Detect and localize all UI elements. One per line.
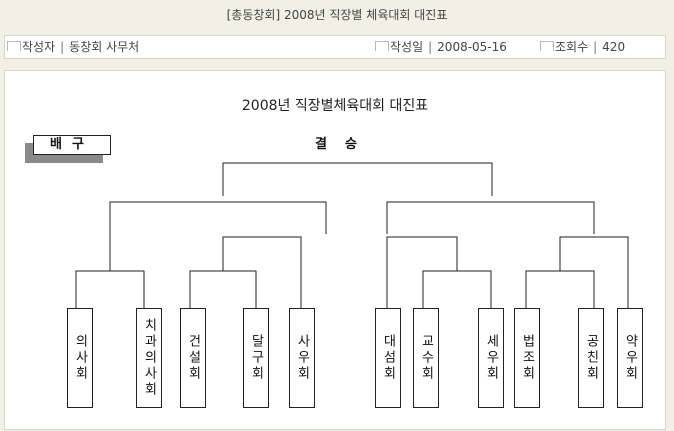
author-label: 작성자 bbox=[22, 40, 56, 54]
final-label: 결승 bbox=[315, 137, 375, 152]
date-meta: 작성일 | 2008-05-16 bbox=[375, 36, 507, 58]
bracket-line-right-semi bbox=[386, 201, 595, 234]
team-box: 사우회 bbox=[289, 308, 315, 408]
team-box: 건설회 bbox=[180, 308, 206, 408]
bracket-line-left-a bbox=[75, 234, 145, 308]
author-value: 동창회 사무처 bbox=[69, 40, 140, 54]
team-box: 세우회 bbox=[478, 308, 504, 408]
date-value: 2008-05-16 bbox=[437, 40, 507, 54]
bracket-line-right-a bbox=[386, 236, 492, 308]
separator: | bbox=[593, 40, 598, 54]
team-box: 의사회 bbox=[67, 308, 93, 408]
team-box: 대섬회 bbox=[375, 308, 401, 408]
views-meta: 조회수 | 420 bbox=[540, 36, 625, 58]
window-title: [총동창회] 2008년 직장별 체육대회 대진표 bbox=[226, 8, 448, 22]
checkbox-icon bbox=[375, 40, 389, 51]
team-box: 교수회 bbox=[413, 308, 439, 408]
post-content: 2008년 직장별체육대회 대진표 배구 결승 의사회 치과의사회 건설회 달구… bbox=[4, 70, 666, 430]
bracket-line-right-b bbox=[525, 236, 629, 308]
post-meta-bar: 작성자 | 동창회 사무처 작성일 | 2008-05-16 조회수 | 420 bbox=[4, 35, 666, 59]
date-label: 작성일 bbox=[390, 40, 424, 54]
bracket-lines bbox=[75, 162, 629, 308]
separator: | bbox=[428, 40, 433, 54]
views-label: 조회수 bbox=[555, 40, 589, 54]
document-title: 2008년 직장별체육대회 대진표 bbox=[241, 98, 429, 114]
bracket-line-left-semi bbox=[109, 201, 327, 234]
author-meta: 작성자 | 동창회 사무처 bbox=[7, 36, 139, 58]
checkbox-icon bbox=[7, 40, 21, 51]
team-box: 공친회 bbox=[578, 308, 604, 408]
views-value: 420 bbox=[602, 40, 626, 54]
team-box: 달구회 bbox=[243, 308, 269, 408]
sport-label: 배구 bbox=[33, 135, 111, 155]
team-box: 약우회 bbox=[617, 308, 643, 408]
bracket-line-left-b bbox=[189, 236, 302, 308]
separator: | bbox=[60, 40, 65, 54]
team-box: 법조회 bbox=[514, 308, 540, 408]
bracket-line-final bbox=[222, 162, 493, 196]
checkbox-icon bbox=[540, 40, 554, 51]
team-box: 치과의사회 bbox=[136, 308, 162, 408]
